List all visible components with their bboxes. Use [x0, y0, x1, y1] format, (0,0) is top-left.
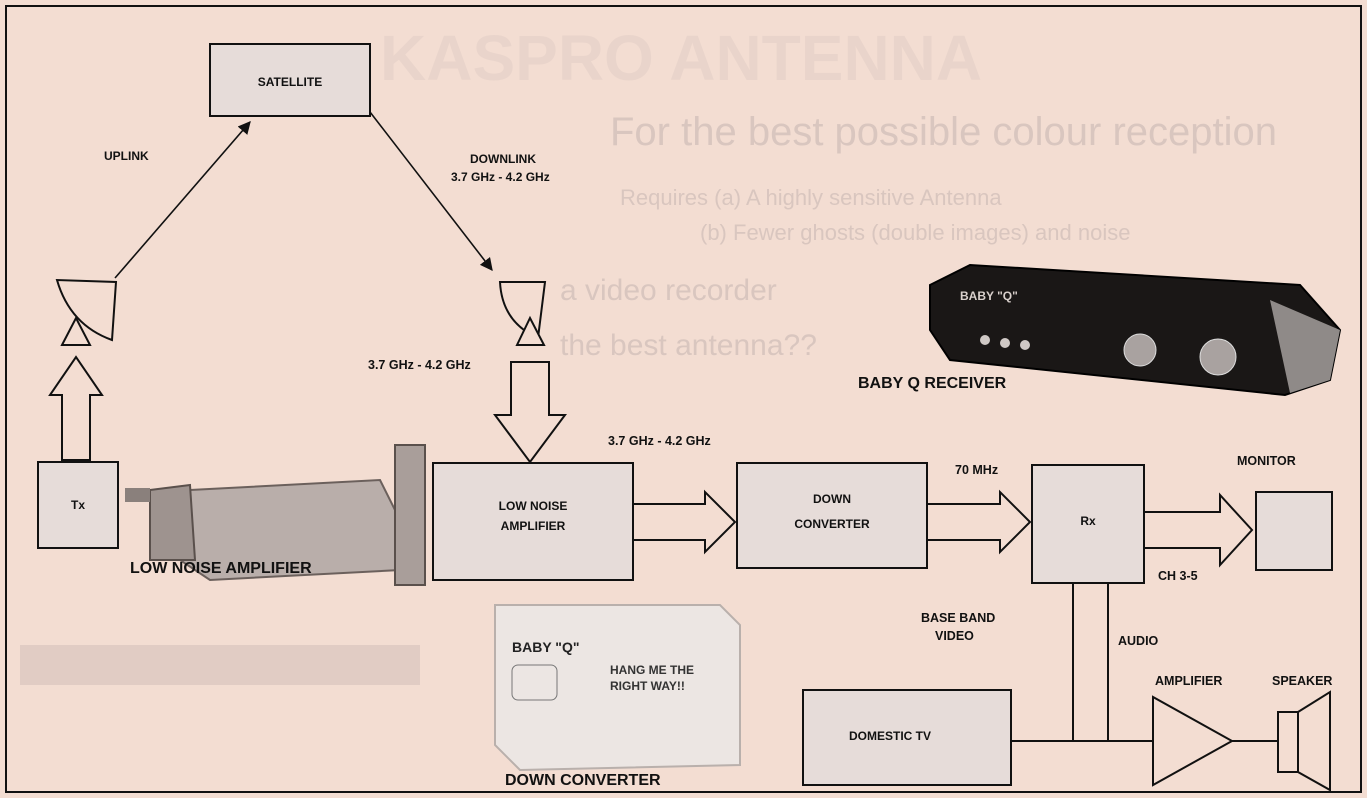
uplink-dish-icon — [57, 280, 116, 345]
satellite-label: SATELLITE — [258, 75, 322, 89]
amplifier-label: AMPLIFIER — [1155, 674, 1222, 688]
dish-freq-label: 3.7 GHz - 4.2 GHz — [368, 358, 471, 372]
uplink-label: UPLINK — [104, 149, 149, 163]
satellite-block: SATELLITE — [210, 44, 370, 116]
audio-line — [1108, 583, 1153, 741]
converter-label-line1: DOWN — [813, 492, 851, 506]
speaker-label: SPEAKER — [1272, 674, 1332, 688]
ch-label: CH 3-5 — [1158, 569, 1198, 583]
monitor-block — [1256, 492, 1332, 570]
speaker-icon — [1278, 692, 1330, 790]
rx-to-monitor-arrow — [1144, 495, 1252, 565]
rx-label: Rx — [1080, 514, 1096, 528]
converter-label-line2: CONVERTER — [794, 517, 870, 531]
lna-photo-caption: LOW NOISE AMPLIFIER — [130, 560, 312, 577]
baseband-label-line1: BASE BAND — [921, 611, 995, 625]
converter-to-rx-arrow — [927, 492, 1030, 552]
monitor-label: MONITOR — [1237, 454, 1296, 468]
ghost-headline: For the best possible colour reception — [610, 110, 1277, 154]
tx-up-arrow — [50, 357, 102, 460]
domestic-tv-label: DOMESTIC TV — [849, 729, 931, 743]
lna-photo: LOW NOISE AMPLIFIER — [125, 445, 425, 585]
lna-to-converter-arrow — [633, 492, 735, 552]
ghost-line-1: Requires (a) A highly sensitive Antenna — [620, 185, 1002, 210]
baseband-label-line2: VIDEO — [935, 629, 974, 643]
amplifier-icon — [1153, 697, 1232, 785]
rx-block: Rx — [1032, 465, 1144, 583]
ghost-big-title: KASPRO ANTENNA — [380, 22, 982, 94]
receiver-photo-caption: BABY Q RECEIVER — [858, 375, 1007, 392]
receiver-brand: BABY "Q" — [960, 289, 1018, 303]
dish-to-lna-arrow — [495, 362, 565, 462]
domestic-tv-block: DOMESTIC TV — [803, 690, 1011, 785]
audio-label: AUDIO — [1118, 634, 1159, 648]
converter-photo: BABY "Q" HANG ME THE RIGHT WAY!! DOWN CO… — [495, 605, 740, 789]
baseband-line — [1011, 583, 1073, 741]
lna-out-freq-label: 3.7 GHz - 4.2 GHz — [608, 434, 711, 448]
downlink-label: DOWNLINK — [470, 152, 536, 166]
converter-note-line1: HANG ME THE — [610, 663, 694, 677]
downlink-dish-icon — [500, 282, 545, 345]
lna-label-line1: LOW NOISE — [499, 499, 568, 513]
ghost-line-3: a video recorder — [560, 274, 777, 307]
converter-note-line2: RIGHT WAY!! — [610, 679, 685, 693]
down-converter-block: DOWN CONVERTER — [737, 463, 927, 568]
lna-label-line2: AMPLIFIER — [501, 519, 566, 533]
ghost-line-4: the best antenna?? — [560, 329, 817, 362]
tx-label: Tx — [71, 498, 85, 512]
tx-block: Tx — [38, 462, 118, 548]
lna-block: LOW NOISE AMPLIFIER — [433, 463, 633, 580]
receiver-photo: BABY "Q" BABY Q RECEIVER — [858, 265, 1340, 395]
converter-photo-caption: DOWN CONVERTER — [505, 772, 661, 789]
downlink-arrow — [370, 112, 492, 270]
uplink-arrow — [115, 122, 250, 278]
if-freq-label: 70 MHz — [955, 463, 998, 477]
converter-brand: BABY "Q" — [512, 639, 579, 655]
downlink-freq-label: 3.7 GHz - 4.2 GHz — [451, 170, 550, 184]
ghost-line-2: (b) Fewer ghosts (double images) and noi… — [700, 220, 1130, 245]
